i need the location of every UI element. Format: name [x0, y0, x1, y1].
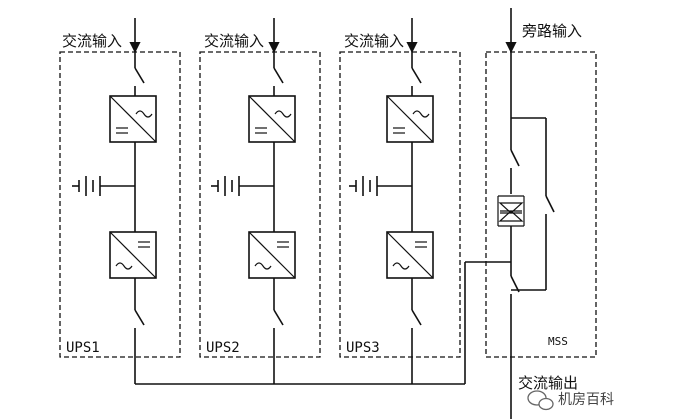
- ac-input-label-1: 交流输入: [62, 32, 122, 50]
- ups-unit-2: 交流输入: [199, 18, 321, 384]
- bypass-switch-icon: [510, 149, 520, 194]
- rectifier-3-icon: [386, 95, 434, 143]
- input-switch-3-icon: [411, 67, 422, 96]
- output-select-switch-icon: [510, 275, 520, 419]
- ac-input-label-2: 交流输入: [204, 32, 264, 50]
- watermark-text: 机房百科: [558, 392, 614, 408]
- ac-input-label-3: 交流输入: [344, 32, 404, 50]
- output-bus: [135, 261, 511, 385]
- output-switch-3-icon: [411, 309, 422, 384]
- inverter-2-icon: [248, 231, 296, 279]
- bypass-input-label: 旁路输入: [522, 22, 582, 40]
- ups-unit-3: 交流输入: [339, 18, 461, 384]
- output-switch-2-icon: [273, 309, 284, 384]
- unit-label-3: UPS3: [346, 340, 380, 356]
- wechat-logo-icon: [527, 390, 554, 411]
- static-switch-thyristor-icon: [497, 195, 525, 227]
- rectifier-2-icon: [248, 95, 296, 143]
- unit-label-2: UPS2: [206, 340, 240, 356]
- ac-output-label: 交流输出: [518, 374, 578, 392]
- output-switch-1-icon: [134, 309, 145, 384]
- battery-2-icon: [211, 176, 240, 196]
- ups-enclosure-2: [199, 51, 321, 358]
- ups-enclosure-1: [59, 51, 181, 358]
- inverter-1-icon: [109, 231, 157, 279]
- unit-label-1: UPS1: [66, 340, 100, 356]
- ups-enclosure-3: [339, 51, 461, 358]
- input-switch-1-icon: [134, 67, 145, 96]
- mss-section: 旁路输入 MSS 交流输出: [485, 8, 597, 419]
- battery-1-icon: [72, 176, 101, 196]
- rectifier-1-icon: [109, 95, 157, 143]
- battery-3-icon: [349, 176, 378, 196]
- maintenance-bypass-switch-icon: [545, 195, 555, 290]
- watermark: 机房百科: [527, 390, 614, 411]
- inverter-3-icon: [386, 231, 434, 279]
- ups-unit-1: 交流输入: [59, 18, 181, 384]
- input-switch-2-icon: [273, 67, 284, 96]
- mss-label: MSS: [548, 335, 568, 348]
